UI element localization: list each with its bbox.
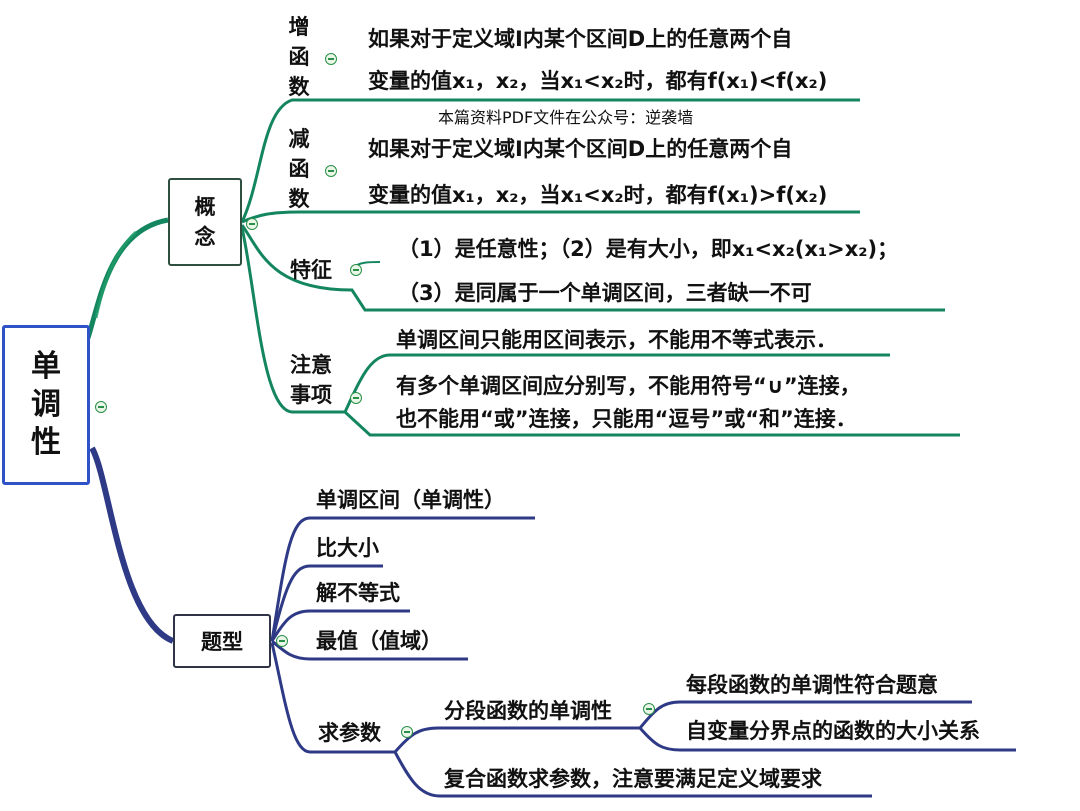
qtype-item: 比大小 xyxy=(316,536,379,560)
piecewise-child: 自变量分界点的函数的大小关系 xyxy=(686,719,980,743)
notes-item2-line1: 有多个单调区间应分别写，不能用符号“∪”连接， xyxy=(396,374,861,398)
collapse-icon[interactable] xyxy=(246,218,258,230)
branch-q1 xyxy=(270,516,535,642)
notes-item2-line2: 也不能用“或”连接，只能用“逗号”或“和”连接． xyxy=(396,407,857,431)
collapse-icon[interactable] xyxy=(325,165,337,177)
label-char: 函 xyxy=(288,45,310,69)
increasing-def-line2: 变量的值x₁，x₂，当x₁<x₂时，都有f(x₁)<f(x₂) xyxy=(368,69,828,93)
label-char: 数 xyxy=(288,187,310,211)
collapse-icon[interactable] xyxy=(643,703,655,715)
decreasing-def-line1: 如果对于定义域I内某个区间D上的任意两个自 xyxy=(368,137,793,161)
piecewise-label: 分段函数的单调性 xyxy=(444,699,612,723)
branch-q3 xyxy=(270,609,410,642)
branch-decreasing xyxy=(241,210,860,224)
branch-q4 xyxy=(271,639,468,661)
branch-features xyxy=(240,224,945,312)
branch-piecewise xyxy=(393,726,640,753)
notes-item1: 单调区间只能用区间表示，不能用不等式表示． xyxy=(396,328,837,352)
collapse-icon[interactable] xyxy=(350,264,362,276)
root-char: 调 xyxy=(31,387,61,422)
param-label: 求参数 xyxy=(318,721,381,745)
branch-root-concept xyxy=(85,217,169,339)
qtype-item: 单调区间（单调性） xyxy=(316,488,505,512)
branch-piecewise-c1 xyxy=(638,700,972,729)
collapse-icon[interactable] xyxy=(401,726,413,738)
notes-label-line: 事项 xyxy=(290,383,332,407)
collapse-icon[interactable] xyxy=(95,401,107,413)
qtype-item: 最值（值域） xyxy=(316,629,442,653)
root-node[interactable]: 单 调 性 xyxy=(2,325,90,485)
concept-char: 念 xyxy=(194,225,216,249)
label-char: 函 xyxy=(288,157,310,181)
collapse-icon[interactable] xyxy=(276,635,288,647)
notes-label: 注意 事项 xyxy=(290,350,332,410)
branch-composite xyxy=(393,751,872,798)
decreasing-def-line2: 变量的值x₁，x₂，当x₁<x₂时，都有f(x₁)>f(x₂) xyxy=(368,183,828,207)
concept-char: 概 xyxy=(194,195,216,219)
features-label: 特征 xyxy=(290,258,332,282)
branch-q2 xyxy=(270,564,383,642)
collapse-icon[interactable] xyxy=(325,53,337,65)
branch-piecewise-c2 xyxy=(638,727,1016,752)
decreasing-label: 减 函 数 xyxy=(286,124,312,214)
branch-q5 xyxy=(270,642,395,754)
collapse-icon[interactable] xyxy=(350,392,362,404)
increasing-label: 增 函 数 xyxy=(286,12,312,102)
concept-node[interactable]: 概 念 xyxy=(168,178,242,266)
root-char: 性 xyxy=(31,425,61,460)
branch-increasing xyxy=(240,98,860,223)
composite-label: 复合函数求参数，注意要满足定义域要求 xyxy=(444,767,822,791)
branch-notes xyxy=(240,227,960,437)
branch-root-flourish xyxy=(94,230,138,319)
features-line1: （1）是任意性；（2）是有大小，即x₁<x₂(x₁>x₂)； xyxy=(398,237,899,261)
label-char: 增 xyxy=(288,15,310,39)
piecewise-child: 每段函数的单调性符合题意 xyxy=(686,673,938,697)
branch-root-qtype xyxy=(89,446,175,644)
root-char: 单 xyxy=(31,349,61,384)
notes-label-line: 注意 xyxy=(290,353,332,377)
label-char: 数 xyxy=(288,75,310,99)
increasing-def-line1: 如果对于定义域I内某个区间D上的任意两个自 xyxy=(368,27,793,51)
features-line2: （3）是同属于一个单调区间，三者缺一不可 xyxy=(398,281,812,305)
qtype-node[interactable]: 题型 xyxy=(173,614,271,668)
watermark: 本篇资料PDF文件在公众号：逆袭墙 xyxy=(438,108,694,127)
label-char: 减 xyxy=(288,127,310,151)
qtype-item: 解不等式 xyxy=(316,581,400,605)
